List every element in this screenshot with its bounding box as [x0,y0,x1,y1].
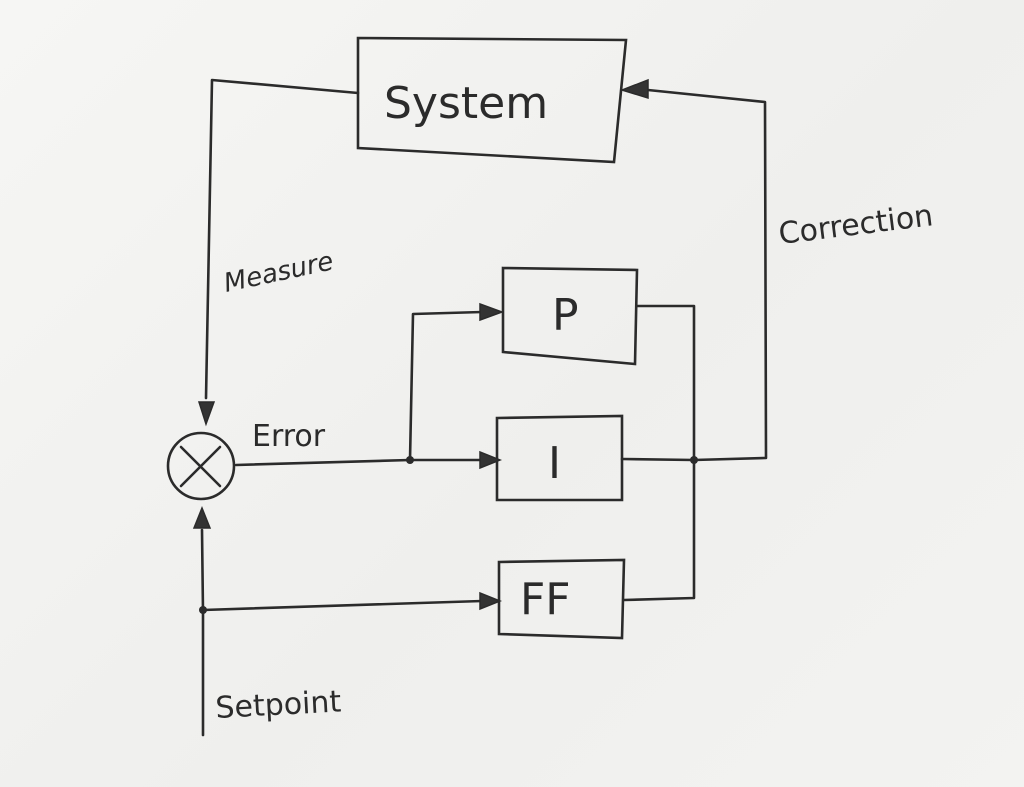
p-box [501,266,639,366]
error-label: Error [252,419,326,454]
correction-wire [646,88,768,462]
ff-block: FF [497,558,626,640]
p-label: P [552,290,579,341]
i-output-wire [620,457,696,462]
measure-label: Measure [221,246,336,298]
feedforward-arrow [479,591,503,611]
setpoint-wire [200,528,205,737]
error-to-p-wire [408,310,484,462]
system-label: System [384,78,548,129]
i-label: I [548,438,561,489]
i-box [495,414,624,502]
error-wire [234,458,484,467]
output-combine-wire [622,304,696,602]
summing-circle [166,431,236,501]
correction-label: Correction [777,198,935,252]
summing-cross-b [179,445,222,488]
error-to-p-arrow [479,302,505,322]
setpoint-split-node [199,606,207,614]
error-to-i-arrow [479,450,503,470]
measure-wire [204,78,360,400]
setpoint-label: Setpoint [215,684,343,726]
setpoint-arrow [192,505,212,529]
correction-arrow [619,78,649,100]
ff-label: FF [520,574,571,625]
system-block: System [356,36,628,164]
feedforward-wire [201,599,484,612]
system-box [356,36,628,164]
measure-arrow [197,401,216,427]
i-block: I [495,414,624,502]
p-block: P [501,266,639,366]
ff-box [497,558,626,640]
summing-junction [166,431,236,501]
